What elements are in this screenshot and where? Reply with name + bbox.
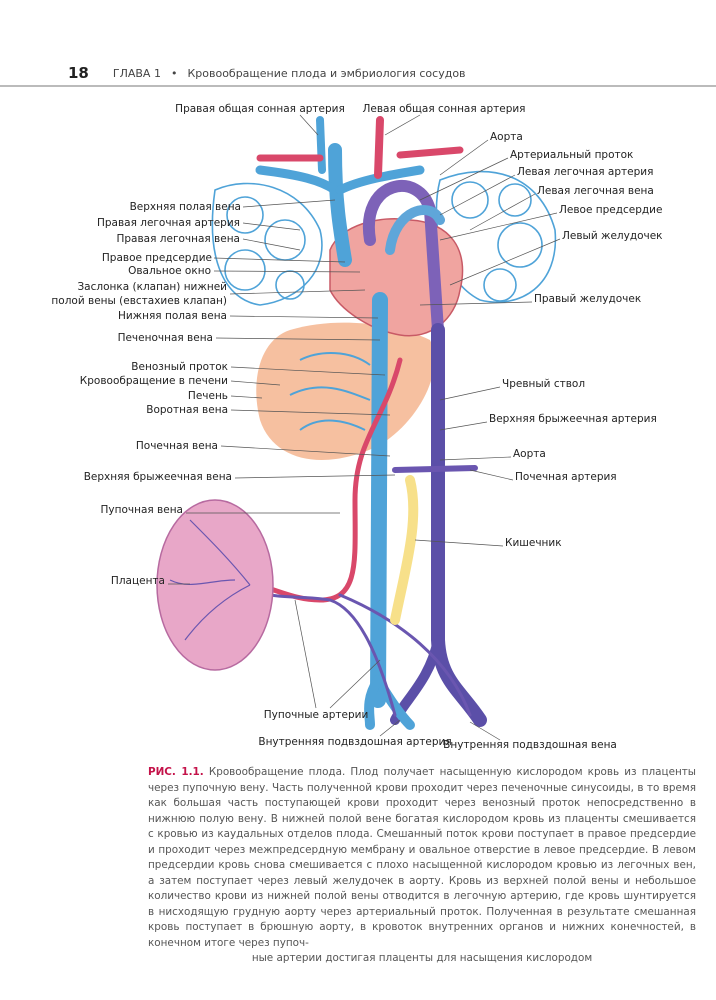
label-portal-vein: Воротная вена: [146, 404, 228, 416]
l-carotid: [374, 116, 384, 179]
svc: [328, 143, 352, 267]
label-ductus-arteriosus: Артериальный проток: [510, 149, 634, 161]
label-r-pulm-vein: Правая легочная вена: [116, 233, 241, 245]
label-intestine: Кишечник: [505, 537, 562, 549]
label-umbilical-vein: Пупочная вена: [100, 504, 183, 516]
right-lung: [211, 182, 323, 306]
caption-last-line: ные артерии достигая плаценты для насыще…: [251, 952, 593, 964]
label-r-carotid: Правая общая сонная артерия: [175, 103, 345, 115]
label-aorta-top: Аорта: [490, 131, 523, 143]
label-r-pulm-artery: Правая легочная артерия: [96, 217, 240, 229]
r-carotid: [316, 116, 326, 174]
chapter-label: ГЛАВА 1: [112, 66, 161, 80]
pulm-artery: [385, 205, 445, 255]
label-l-carotid: Левая общая сонная артерия: [362, 103, 526, 115]
label-svc: Верхняя полая вена: [129, 201, 241, 213]
chapter-title: Кровообращение плода и эмбриология сосуд…: [187, 66, 466, 80]
label-ductus-venosus: Венозный проток: [131, 361, 228, 373]
ivc: [370, 292, 388, 708]
label-umbilical-arteries: Пупочные артерии: [263, 709, 369, 721]
umbilical-artery-1: [248, 588, 397, 717]
figure-caption: РИС. 1.1. Кровообращение плода. Плод пол…: [148, 765, 696, 967]
figure-number: РИС. 1.1.: [148, 766, 204, 778]
intestine: [390, 475, 419, 625]
l-subclavian: [396, 146, 464, 159]
page-header: 18 ГЛАВА 1 • Кровообращение плода и эмбр…: [68, 64, 466, 82]
label-renal-artery: Почечная артерия: [515, 471, 617, 483]
umbilical-artery-2: [338, 593, 472, 717]
label-int-iliac-artery: Внутренняя подвздошная артерия: [258, 736, 452, 748]
label-celiac-trunk: Чревный ствол: [502, 378, 586, 390]
label-ivc: Нижняя полая вена: [117, 310, 227, 322]
label-r-ventricle: Правый желудочек: [534, 293, 642, 305]
label-placenta: Плацента: [110, 575, 165, 587]
renal-vessels: [392, 465, 478, 473]
label-l-atrium: Левое предсердие: [559, 204, 663, 216]
label-valve-line1: Заслонка (клапан) нижней: [77, 281, 227, 293]
label-sma: Верхняя брыжеечная артерия: [489, 413, 657, 425]
label-smv: Верхняя брыжеечная вена: [83, 471, 232, 483]
header-bullet: •: [170, 66, 178, 80]
label-foramen-ovale: Овальное окно: [128, 265, 211, 277]
label-liver: Печень: [187, 390, 228, 402]
umbilical-vein: [247, 357, 403, 603]
label-hepatic-vein: Печеночная вена: [117, 332, 213, 344]
iliac-vein-r: [364, 675, 383, 730]
placenta: [156, 499, 274, 671]
label-int-iliac-vein: Внутренняя подвздошная вена: [443, 739, 617, 751]
iliac-vein: [373, 675, 415, 730]
placenta-vessels: [169, 519, 251, 641]
label-l-pulm-artery: Левая легочная артерия: [517, 166, 654, 178]
label-valve-line2: полой вены (евстахиев клапан): [51, 295, 227, 307]
brachio-vein: [255, 165, 340, 195]
page-number: 18: [68, 64, 89, 82]
aortic-arch: [362, 180, 444, 336]
caption-text: Кровообращение плода. Плод получает насы…: [148, 766, 697, 949]
label-l-pulm-vein: Левая легочная вена: [537, 185, 654, 197]
descending-aorta: [431, 323, 487, 727]
label-l-ventricle: Левый желудочек: [562, 230, 663, 242]
liver-vessels: [289, 352, 371, 431]
label-renal-vein: Почечная вена: [135, 440, 218, 452]
label-r-atrium: Правое предсердие: [101, 252, 212, 264]
header-rule: [0, 85, 716, 87]
leader-lines: [168, 114, 561, 741]
label-aorta-low: Аорта: [513, 448, 546, 460]
label-liver-circulation: Кровообращение в печени: [79, 375, 228, 387]
